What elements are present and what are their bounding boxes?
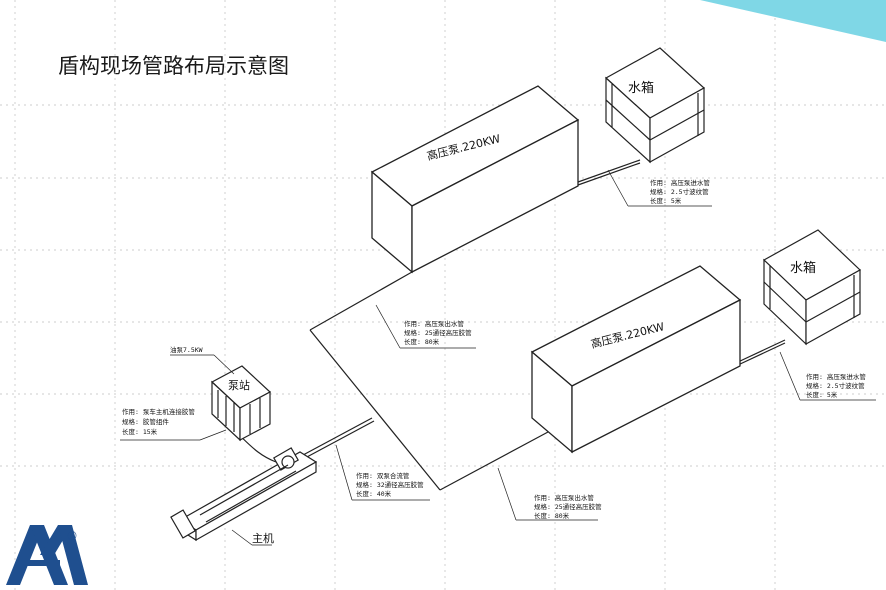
note-text: 规格: 25通径高压胶管 bbox=[534, 502, 602, 511]
note-tank2-inlet: 作用: 高压泵进水管 规格: 2.5寸波纹管 长度: 5米 bbox=[779, 351, 876, 401]
note-text: 长度: 80米 bbox=[534, 511, 570, 520]
accent-corner bbox=[700, 0, 886, 42]
note-pump1-outlet: 作用: 高压泵出水管 规格: 25通径高压胶管 长度: 80米 bbox=[375, 304, 476, 349]
high-pressure-pump-2 bbox=[530, 265, 742, 454]
note-pump2-outlet: 作用: 高压泵出水管 规格: 25通径高压胶管 长度: 80米 bbox=[497, 467, 602, 521]
note-text: 规格: 胶管组件 bbox=[122, 417, 169, 426]
water-tank-1 bbox=[604, 47, 706, 164]
note-text: 规格: 25通径高压胶管 bbox=[404, 328, 472, 337]
pump-station bbox=[210, 365, 272, 442]
note-text: 规格: 2.5寸波纹管 bbox=[650, 187, 709, 196]
note-text: 作用: 高压泵出水管 bbox=[534, 493, 594, 502]
note-text: 长度: 5米 bbox=[806, 390, 838, 399]
pump-station-leader-2 bbox=[213, 354, 235, 375]
high-pressure-pump-1 bbox=[370, 85, 580, 274]
main-machine-leader bbox=[231, 529, 253, 546]
company-logo bbox=[6, 525, 88, 585]
note-text: 作用: 高压泵进水管 bbox=[806, 372, 866, 381]
note-tank1-inlet: 作用: 高压泵进水管 规格: 2.5寸波纹管 长度: 5米 bbox=[607, 169, 712, 207]
note-text: 长度: 80米 bbox=[404, 337, 440, 346]
pump-station-power: 油泵7.5KW bbox=[170, 345, 203, 354]
note-station-pipe: 作用: 泵车主机连接胶管 规格: 胶管组件 长度: 15米 bbox=[120, 407, 227, 441]
page-title: 盾构现场管路布局示意图 bbox=[58, 54, 289, 78]
note-text: 作用: 高压泵进水管 bbox=[650, 178, 710, 187]
note-text: 长度: 40米 bbox=[356, 489, 392, 498]
note-text: 作用: 双泵合流管 bbox=[356, 471, 410, 480]
tank-2-label: 水箱 bbox=[790, 260, 816, 276]
main-machine-label: 主机 bbox=[252, 531, 274, 545]
note-text: 长度: 5米 bbox=[650, 196, 682, 205]
note-text: 规格: 32通径高压胶管 bbox=[356, 480, 424, 489]
note-merge-pipe: 作用: 双泵合流管 规格: 32通径高压胶管 长度: 40米 bbox=[335, 444, 430, 501]
note-text: 作用: 高压泵出水管 bbox=[404, 319, 464, 328]
pump-station-label: 泵站 bbox=[228, 378, 250, 392]
note-text: 规格: 2.5寸波纹管 bbox=[806, 381, 865, 390]
tank-1-label: 水箱 bbox=[628, 80, 654, 96]
registered-mark: ® bbox=[66, 529, 78, 543]
note-text: 长度: 15米 bbox=[122, 427, 158, 436]
note-text: 作用: 泵车主机连接胶管 bbox=[122, 407, 195, 416]
main-machine bbox=[170, 447, 318, 542]
water-tank-2 bbox=[762, 229, 862, 346]
